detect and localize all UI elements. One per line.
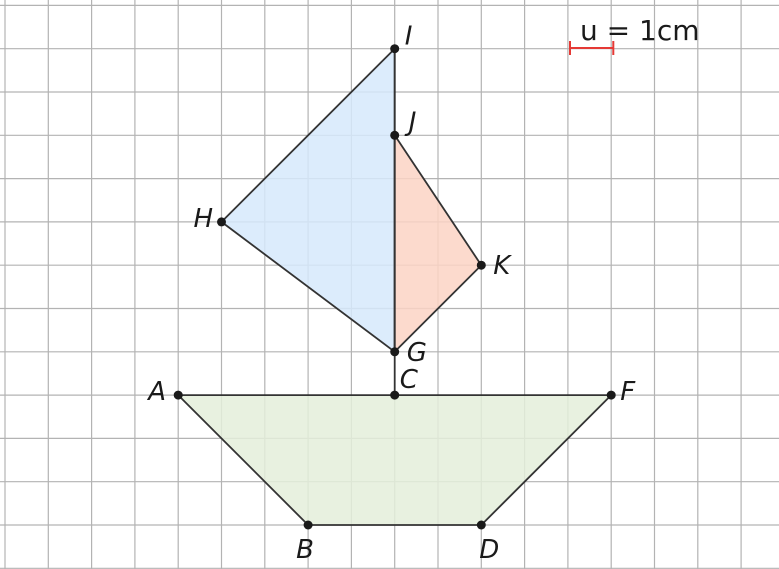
vertex-B (303, 520, 313, 530)
vertex-label-G: G (407, 338, 427, 368)
vertex-label-H: H (194, 204, 214, 234)
shapes (177, 47, 613, 526)
vertex-D (476, 520, 486, 530)
vertex-label-B: B (296, 535, 314, 565)
unit-label: u = 1cm (580, 14, 700, 47)
vertex-label-J: J (404, 107, 417, 137)
vertex-K (476, 260, 486, 270)
vertex-label-K: K (493, 251, 512, 281)
vertex-label-I: I (405, 22, 413, 52)
vertex-label-F: F (620, 377, 636, 407)
unit-scale: u = 1cm (569, 14, 700, 55)
vertex-label-D: D (479, 535, 499, 565)
vertex-F (606, 390, 616, 400)
vertex-I (390, 44, 400, 54)
vertex-label-A: A (146, 377, 166, 407)
vertex-H (217, 217, 226, 227)
vertex-label-C: C (400, 365, 419, 395)
polygon-hull (177, 394, 613, 526)
vertex-J (390, 130, 400, 140)
vertex-C (390, 390, 400, 400)
vertex-A (173, 390, 183, 400)
vertex-G (390, 347, 400, 357)
